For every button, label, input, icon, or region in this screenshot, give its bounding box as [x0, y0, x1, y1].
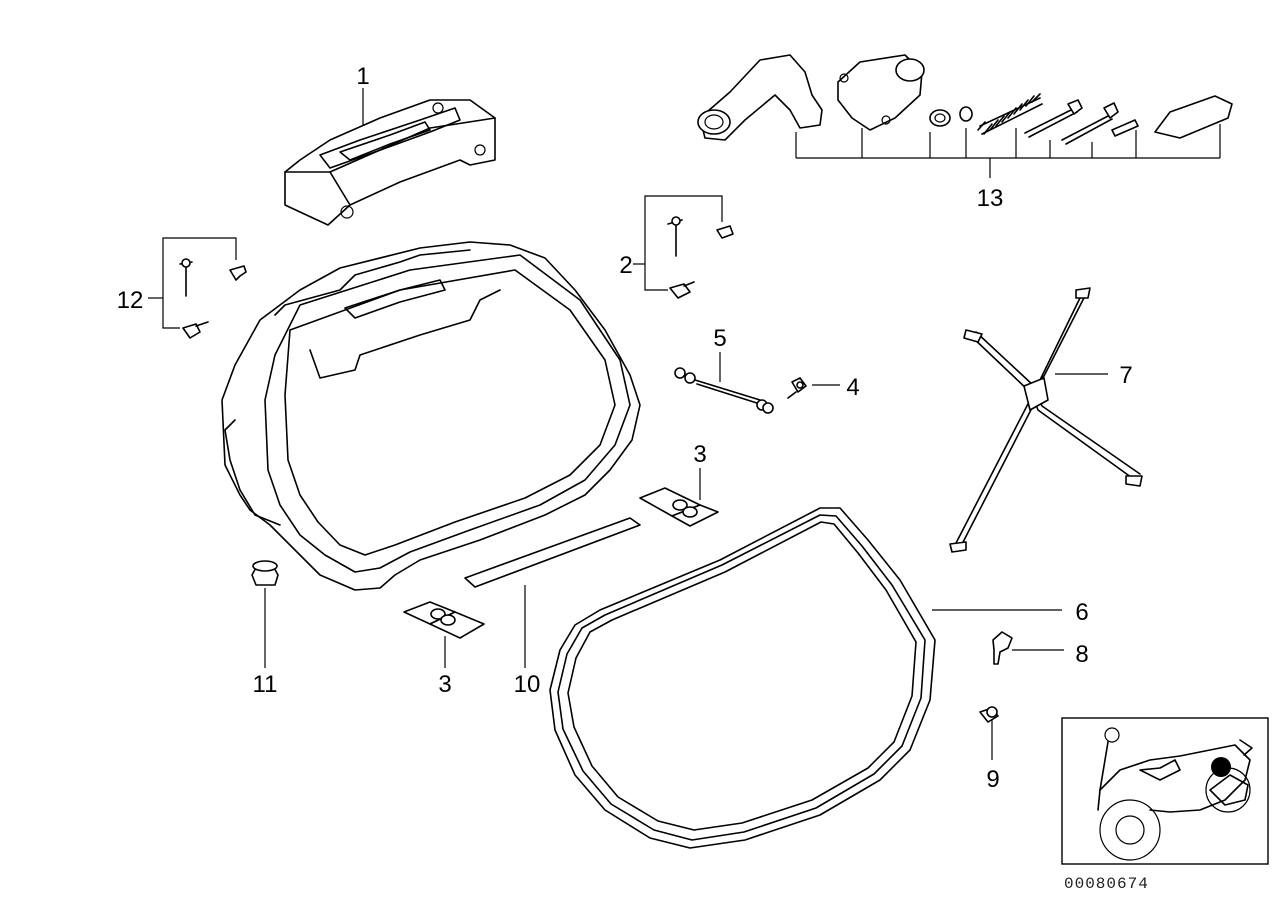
callout-10: 10 [514, 671, 541, 698]
inset-motorcycle-thumbnail [1061, 717, 1269, 865]
callout-12: 12 [117, 287, 144, 314]
part-3-hinge-lower [403, 601, 485, 639]
callout-8: 8 [1075, 641, 1088, 668]
callout-3-upper: 3 [693, 441, 706, 468]
part-4-screw [787, 377, 807, 399]
part-11-buffer [251, 560, 279, 586]
part-1-handle [284, 99, 496, 226]
part-5-cable [674, 367, 774, 414]
part-10-strip [464, 517, 641, 588]
callout-1: 1 [356, 63, 369, 90]
part-9-screw [979, 706, 999, 723]
diagram-code: 00080674 [1064, 875, 1149, 893]
callout-6: 6 [1075, 599, 1088, 626]
callout-2: 2 [619, 252, 632, 279]
callout-9: 9 [986, 766, 999, 793]
part-12-fasteners [148, 237, 247, 339]
part-2-fasteners [633, 195, 734, 299]
callout-11: 11 [253, 671, 278, 698]
callout-5: 5 [713, 325, 726, 352]
part-8-clip [992, 631, 1013, 665]
callout-13: 13 [977, 185, 1004, 212]
callout-7: 7 [1119, 362, 1132, 389]
callout-4: 4 [846, 374, 859, 401]
motorcycle-icon [1097, 727, 1253, 861]
part-7-frame [949, 287, 1143, 553]
case-shell [221, 241, 641, 591]
part-13-lock-assembly [697, 54, 1233, 178]
part-6-lid [549, 507, 936, 849]
part-3-hinge-upper [639, 487, 719, 527]
callout-3-lower: 3 [438, 671, 451, 698]
